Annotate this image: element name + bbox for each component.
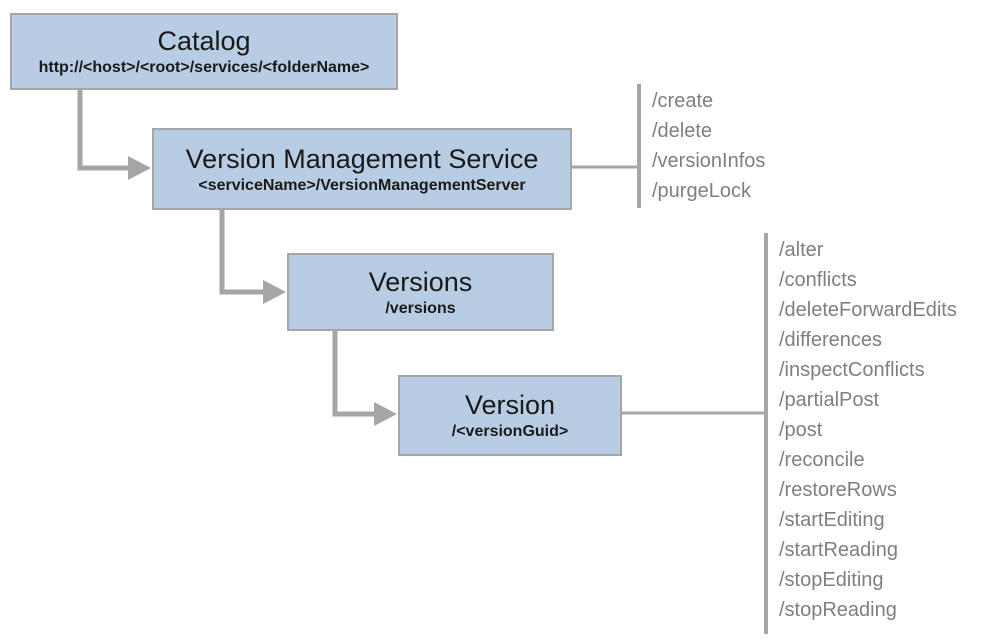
operation-item: /differences — [779, 329, 883, 351]
operation-item: /restoreRows — [779, 479, 897, 501]
operation-item: /purgeLock — [652, 180, 751, 202]
node-catalog: Catalog http://<host>/<root>/services/<f… — [10, 13, 398, 90]
operation-item: /delete — [652, 120, 713, 142]
operations-list-version: /alter/conflicts/deleteForwardEdits/diff… — [779, 235, 957, 625]
operation-item: /stopEditing — [779, 569, 884, 591]
edge-versions-to-version — [332, 330, 397, 426]
node-title: Versions — [368, 266, 473, 297]
operation-item: /stopReading — [779, 599, 897, 621]
operation-item: /deleteForwardEdits — [779, 299, 957, 321]
operation-item: /startReading — [779, 539, 898, 561]
operation-item: /reconcile — [779, 449, 865, 471]
operation-item: /alter — [779, 239, 824, 261]
node-subtitle: /<versionGuid> — [451, 423, 569, 440]
node-version: Version /<versionGuid> — [398, 375, 622, 456]
node-version-management-service: Version Management Service <serviceName>… — [152, 128, 572, 210]
operation-item: /partialPost — [779, 389, 880, 411]
operation-item: /startEditing — [779, 509, 885, 531]
operation-item: /inspectConflicts — [779, 359, 925, 381]
operations-list-version-management-service: /create/delete/versionInfos/purgeLock — [652, 86, 765, 206]
node-title: Version Management Service — [185, 143, 539, 174]
operation-item: /create — [652, 90, 714, 112]
bracket-vms-operations — [572, 84, 641, 208]
edge-vms-to-versions — [219, 209, 286, 304]
operation-item: /post — [779, 419, 823, 441]
node-subtitle: <serviceName>/VersionManagementServer — [198, 176, 526, 194]
bracket-version-operations — [622, 233, 768, 634]
node-title: Version — [464, 390, 556, 420]
node-subtitle: http://<host>/<root>/services/<folderNam… — [38, 59, 370, 76]
edge-catalog-to-vms — [77, 89, 151, 180]
node-subtitle: /versions — [385, 299, 456, 317]
node-versions: Versions /versions — [287, 253, 554, 331]
operation-item: /conflicts — [779, 269, 857, 291]
node-title: Catalog — [157, 26, 251, 56]
operation-item: /versionInfos — [652, 150, 766, 172]
